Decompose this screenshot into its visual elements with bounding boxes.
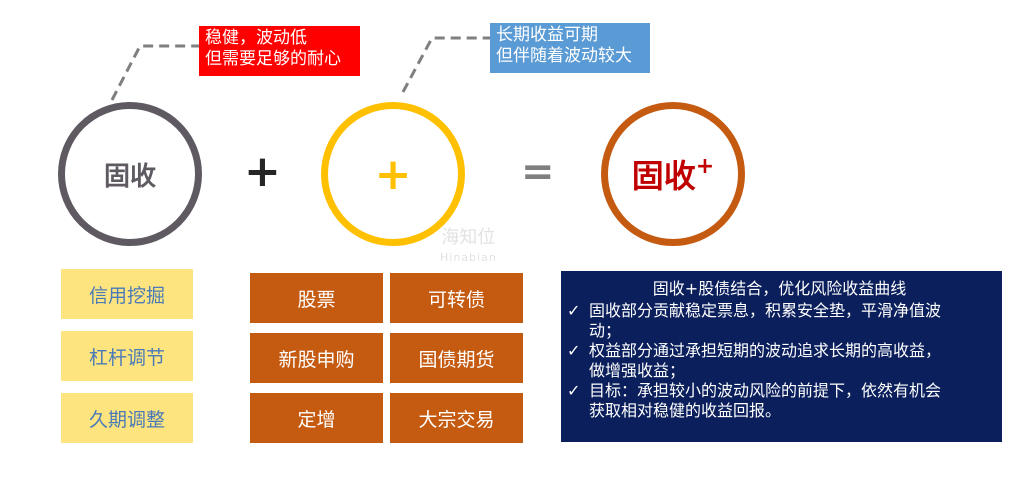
callout-longterm-line2: 但伴随着波动较大 [496,46,632,66]
callout-stable: 稳健，波动低 但需要足够的耐心 [199,26,360,76]
summary-title: 固收+股债结合，优化风险收益曲线 [652,279,907,298]
summary-item: ✓ 目标：承担较小的波动风险的前提下，依然有机会 获取相对稳健的收益回报。 [567,381,992,421]
watermark: 海知位 Hinabian [440,228,497,268]
callout-longterm-line1: 长期收益可期 [496,25,598,45]
summary-item-1-line1: 固收部分贡献稳定票息，积累安全垫，平滑净值波 [589,301,942,320]
equals-operator: = [521,149,555,195]
callout-stable-line2: 但需要足够的耐心 [205,49,341,69]
box-convertible-bonds: 可转债 [390,273,523,323]
plus-operator: + [244,146,281,197]
watermark-en: Hinabian [440,251,497,264]
box-credit-mining: 信用挖掘 [61,269,193,319]
summary-item-3-line1: 目标：承担较小的波动风险的前提下，依然有机会 [589,381,942,400]
circle-plus-label: + [374,148,412,200]
check-icon: ✓ [567,301,581,320]
summary-item-1-line2: 动； [589,321,622,340]
box-treasury-futures: 国债期货 [390,333,523,383]
left-callout-line [110,44,203,101]
summary-item-2-line1: 权益部分通过承担短期的波动追求长期的高收益， [589,341,942,360]
circle-result-label: 固收 [631,157,696,195]
callout-longterm: 长期收益可期 但伴随着波动较大 [490,23,650,73]
summary-item-3-line2: 获取相对稳健的收益回报。 [589,401,782,420]
box-duration-adjust: 久期调整 [61,393,193,443]
callout-stable-line1: 稳健，波动低 [205,28,307,48]
box-stocks: 股票 [250,273,383,323]
watermark-cn: 海知位 [441,227,496,248]
summary-item-2-line2: 做增强收益； [589,361,686,380]
summary-item: ✓ 固收部分贡献稳定票息，积累安全垫，平滑净值波 动； [567,301,992,341]
check-icon: ✓ [567,381,581,400]
box-block-trading: 大宗交易 [390,393,523,443]
circle-result-sup: + [695,153,715,179]
circle-fixed-income-label: 固收 [103,161,156,192]
circle-result: 固收+ [601,102,745,246]
box-leverage-adjust: 杠杆调节 [61,331,193,381]
box-private-placement: 定增 [250,393,383,443]
check-icon: ✓ [567,341,581,360]
right-callout-line [401,36,492,93]
box-ipo-subscription: 新股申购 [250,333,383,383]
summary-item: ✓ 权益部分通过承担短期的波动追求长期的高收益， 做增强收益； [567,341,992,381]
circle-fixed-income: 固收 [58,102,202,246]
circle-plus: + [321,102,465,246]
summary-panel: 固收+股债结合，优化风险收益曲线 ✓ 固收部分贡献稳定票息，积累安全垫，平滑净值… [561,271,1002,442]
